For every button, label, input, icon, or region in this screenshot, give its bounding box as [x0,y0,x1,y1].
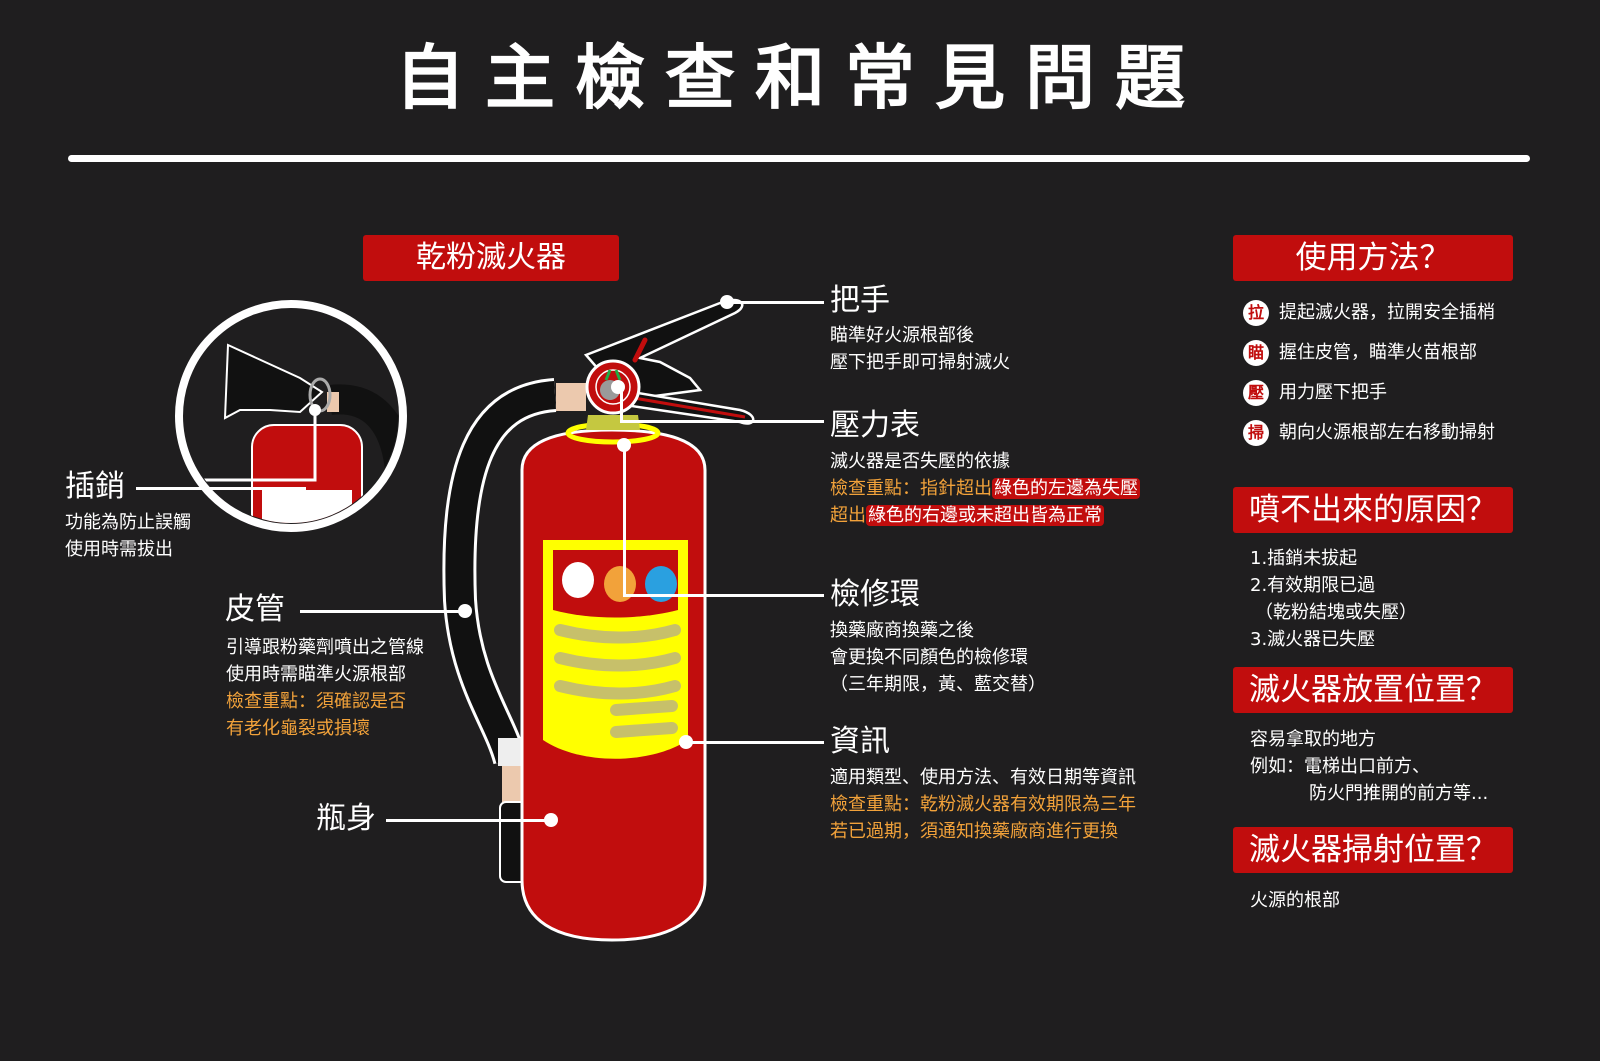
ring-description-3: （三年期限，黃、藍交替） [830,674,1046,695]
handle-label: 把手 [830,283,890,318]
hose-check-2: 有老化龜裂或損壞 [226,718,370,739]
step-text: 提起滅火器，拉開安全插梢 [1279,302,1495,323]
page-title: 自主檢查和常見問題 [395,37,1205,119]
usage-step-4: 掃朝向火源根部左右移動掃射 [1243,420,1495,446]
pin-leader-line [136,487,306,490]
usage-step-1: 拉提起滅火器，拉開安全插梢 [1243,300,1495,326]
placement-heading: 滅火器放置位置？ [1233,667,1513,713]
gauge-description-1: 滅火器是否失壓的依據 [830,451,1010,472]
handle-description-1: 瞄準好火源根部後 [830,325,974,346]
body-label: 瓶身 [316,801,376,836]
info-leader-line [686,741,824,744]
usage-step-2: 瞄握住皮管，瞄準火苗根部 [1243,340,1477,366]
body-leader-line [386,819,551,822]
handle-description-2: 壓下把手即可掃射滅火 [830,352,1010,373]
extinguisher-type-tag: 乾粉滅火器 [363,235,619,281]
handle-marker-dot [720,295,734,309]
step-text: 握住皮管，瞄準火苗根部 [1279,342,1477,363]
gauge-leader-vertical [620,387,623,422]
gauge-check-2: 超出綠色的右邊或未超出皆為正常 [830,502,1104,529]
info-marker-dot [679,735,693,749]
step-text: 朝向火源根部左右移動掃射 [1279,422,1495,443]
ring-leader-vertical [623,444,626,596]
hose-marker-dot [458,604,472,618]
step-badge-squeeze: 壓 [1243,380,1269,406]
info-check-2: 若已過期，須通知換藥廠商進行更換 [830,821,1118,842]
placement-line-2: 例如：電梯出口前方、 [1250,756,1430,777]
pin-description-2: 使用時需拔出 [65,539,173,560]
handle-leader-line [727,301,824,304]
hose-leader-line [300,610,465,613]
info-description-1: 適用類型、使用方法、有效日期等資訊 [830,767,1136,788]
info-label: 資訊 [830,724,890,759]
ring-leader-line [623,594,824,597]
usage-heading: 使用方法？ [1233,235,1513,281]
aim-line-1: 火源的根部 [1250,890,1340,911]
ring-description-2: 會更換不同顏色的檢修環 [830,647,1028,668]
gauge-marker-dot [611,380,625,394]
hose-check-1: 檢查重點：須確認是否 [226,691,406,712]
gauge-check-highlight-2: 綠色的右邊或未超出皆為正常 [866,505,1104,526]
gauge-leader-line [620,420,824,423]
no-spray-item-2-note: （乾粉結塊或失壓） [1255,602,1417,623]
ring-label: 檢修環 [830,577,920,612]
usage-step-3: 壓用力壓下把手 [1243,380,1387,406]
no-spray-item-1: 1.插銷未拔起 [1250,548,1358,569]
gauge-check-prefix: 檢查重點：指針超出 [830,478,992,499]
step-badge-aim: 瞄 [1243,340,1269,366]
gauge-check-prefix-2: 超出 [830,505,866,526]
no-spray-heading: 噴不出來的原因？ [1233,487,1513,533]
step-badge-sweep: 掃 [1243,420,1269,446]
pin-description-1: 功能為防止誤觸 [65,512,191,533]
pin-detail-inset [175,300,407,532]
aim-heading: 滅火器掃射位置？ [1233,827,1513,873]
ring-marker-dot [617,438,631,452]
hose-label: 皮管 [225,592,285,627]
gauge-check-highlight-1: 綠色的左邊為失壓 [992,478,1140,499]
hose-description-2: 使用時需瞄準火源根部 [226,664,406,685]
placement-line-3: 防火門推開的前方等... [1309,783,1489,804]
placement-line-1: 容易拿取的地方 [1250,729,1376,750]
hose-description-1: 引導跟粉藥劑噴出之管線 [226,637,424,658]
step-text: 用力壓下把手 [1279,382,1387,403]
pin-label: 插銷 [65,469,125,504]
ring-description-1: 換藥廠商換藥之後 [830,620,974,641]
no-spray-item-3: 3.滅火器已失壓 [1250,629,1376,650]
no-spray-item-2: 2.有效期限已過 [1250,575,1376,596]
step-badge-pull: 拉 [1243,300,1269,326]
info-check-1: 檢查重點：乾粉滅火器有效期限為三年 [830,794,1136,815]
title-divider [68,155,1530,162]
body-marker-dot [544,813,558,827]
gauge-label: 壓力表 [830,408,920,443]
gauge-check-1: 檢查重點：指針超出綠色的左邊為失壓 [830,475,1140,502]
